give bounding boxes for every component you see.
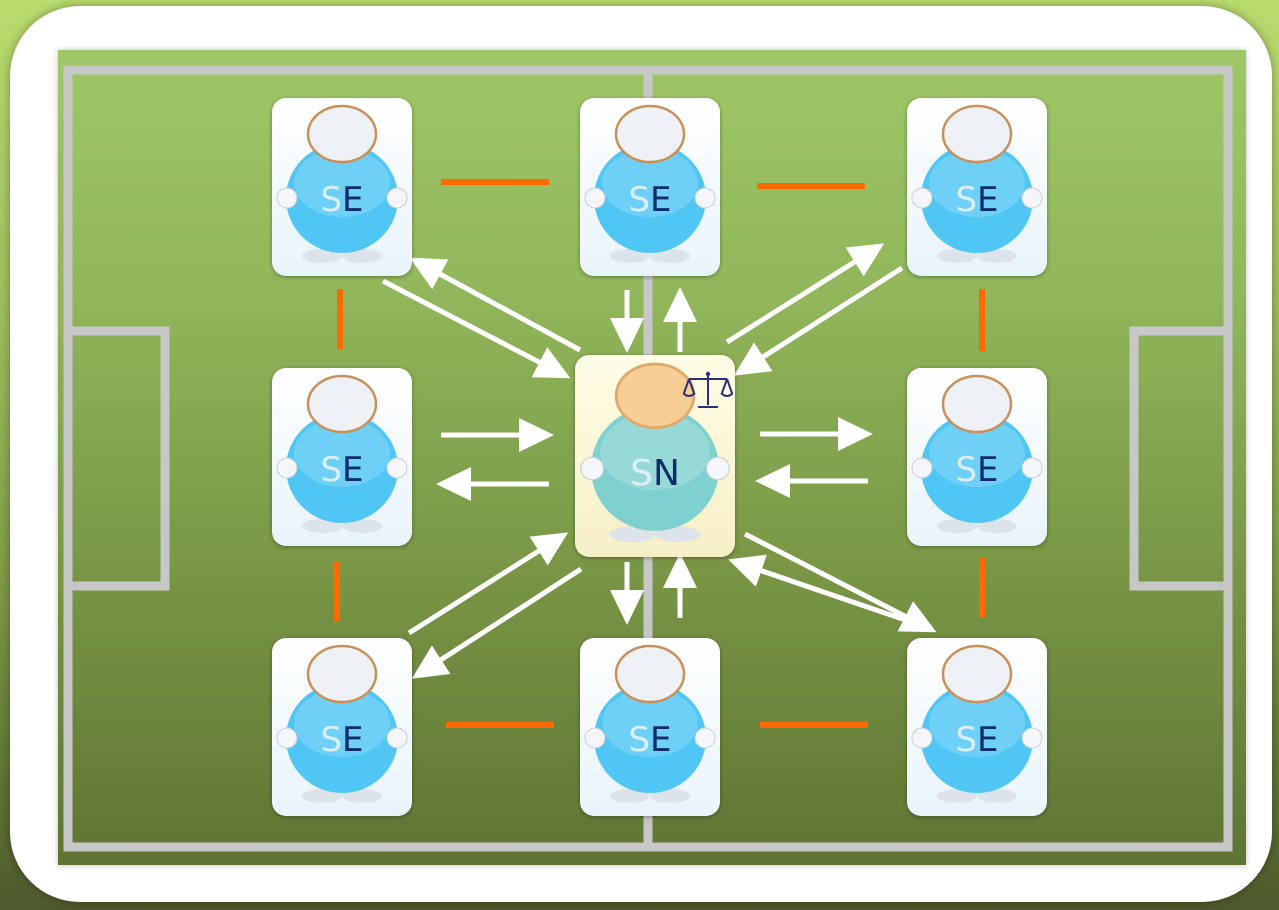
se-figure	[276, 104, 408, 263]
se-figure	[584, 104, 716, 263]
left-goal-box	[68, 326, 170, 591]
se-node-top-center: SE	[580, 98, 720, 276]
label-first-letter: S	[628, 720, 651, 760]
se-figure	[584, 644, 716, 803]
label-first-letter: S	[628, 180, 651, 220]
label-first-letter: S	[320, 450, 343, 490]
label-second-letter: E	[650, 720, 672, 760]
se-node-middle-left: SE	[272, 368, 412, 546]
se-label: SE	[272, 180, 412, 220]
se-node-middle-right: SE	[907, 368, 1047, 546]
arrow-center-to-top-left	[409, 257, 582, 353]
sn-center-node: SN	[575, 355, 735, 557]
label-second-letter: E	[977, 720, 999, 760]
se-figure	[276, 374, 408, 533]
se-node-bottom-right: SE	[907, 638, 1047, 816]
se-figure	[911, 374, 1043, 533]
se-label: SE	[272, 720, 412, 760]
sn-label: SN	[575, 453, 735, 494]
se-figure	[911, 104, 1043, 263]
se-label: SE	[907, 180, 1047, 220]
label-first-letter: S	[955, 450, 978, 490]
arrows-layer	[381, 243, 937, 679]
label-second-letter: E	[342, 450, 364, 490]
label-first-letter: S	[630, 453, 653, 494]
se-node-top-right: SE	[907, 98, 1047, 276]
se-node-bottom-left: SE	[272, 638, 412, 816]
arrow-center-to-top-right	[733, 265, 904, 376]
label-second-letter: E	[342, 720, 364, 760]
label-second-letter: E	[342, 180, 364, 220]
label-first-letter: S	[320, 180, 343, 220]
arrow-top-right-to-center	[725, 243, 885, 345]
se-figure	[911, 644, 1043, 803]
label-first-letter: S	[320, 720, 343, 760]
arrow-top-left-to-center	[381, 278, 571, 379]
se-node-bottom-center: SE	[580, 638, 720, 816]
arrow-center-to-bottom-left	[411, 566, 583, 679]
se-label: SE	[907, 720, 1047, 760]
se-label: SE	[272, 450, 412, 490]
label-second-letter: E	[650, 180, 672, 220]
sn-figure	[580, 362, 730, 543]
arrow-center-to-bottom-right	[728, 554, 924, 629]
label-first-letter: S	[955, 180, 978, 220]
label-second-letter: N	[652, 453, 680, 494]
links-layer	[334, 179, 985, 728]
right-goal-box	[1129, 326, 1228, 591]
se-figure	[276, 644, 408, 803]
se-node-top-left: SE	[272, 98, 412, 276]
se-label: SE	[580, 720, 720, 760]
label-second-letter: E	[977, 180, 999, 220]
arrow-bottom-right-to-center	[743, 531, 937, 633]
label-first-letter: S	[955, 720, 978, 760]
arrow-bottom-left-to-center	[407, 532, 569, 636]
se-label: SE	[907, 450, 1047, 490]
se-label: SE	[580, 180, 720, 220]
balance-scale-icon	[683, 371, 733, 408]
label-second-letter: E	[977, 450, 999, 490]
